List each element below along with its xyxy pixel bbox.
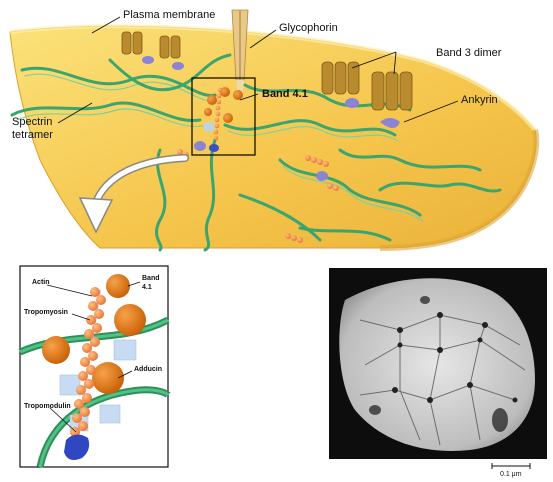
ankyrin-group: [142, 56, 400, 181]
micrograph-nodes: [392, 312, 518, 403]
label-spectrin-line1: Spectrin: [12, 116, 52, 128]
label-band41: Band 4.1: [262, 88, 308, 100]
junction-inset: Actin Band 4.1 Tropomyosin Adducin Tropo…: [18, 265, 171, 468]
electron-micrograph: 0.1 μm: [329, 268, 547, 478]
label-ankyrin: Ankyrin: [461, 94, 498, 106]
label-band41-inset-line1: Band: [142, 275, 160, 282]
label-glycophorin: Glycophorin: [279, 22, 338, 34]
label-spectrin-line2: tetramer: [12, 129, 53, 141]
zoom-box: [191, 77, 256, 156]
label-plasma-membrane: Plasma membrane: [123, 9, 215, 21]
label-tropomodulin: Tropomodulin: [24, 403, 71, 410]
membrane-diagram: Plasma membrane Glycophorin Band 3 dimer…: [9, 9, 540, 252]
band3-dimer-group: [121, 31, 413, 111]
junctional-complex: [204, 87, 243, 152]
tropomodulin-cap: [64, 434, 90, 460]
micrograph-dark-blobs: [369, 296, 508, 432]
junction-cluster: [177, 149, 339, 243]
scale-bar-label: 0.1 μm: [500, 471, 522, 478]
membrane-right-rim: [379, 129, 540, 251]
label-adducin: Adducin: [134, 366, 162, 373]
label-actin: Actin: [32, 279, 50, 286]
actin-filament: [70, 287, 106, 437]
leader-lines: [57, 16, 459, 124]
membrane-edge-highlight: [9, 24, 537, 132]
inset-leader-lines: [46, 281, 141, 433]
glycophorin: [231, 9, 249, 100]
zoom-arrow-head: [78, 197, 114, 234]
label-tropomyosin: Tropomyosin: [24, 309, 68, 316]
label-band3-dimer: Band 3 dimer: [436, 47, 502, 59]
label-band41-inset-line2: 4.1: [142, 284, 152, 291]
